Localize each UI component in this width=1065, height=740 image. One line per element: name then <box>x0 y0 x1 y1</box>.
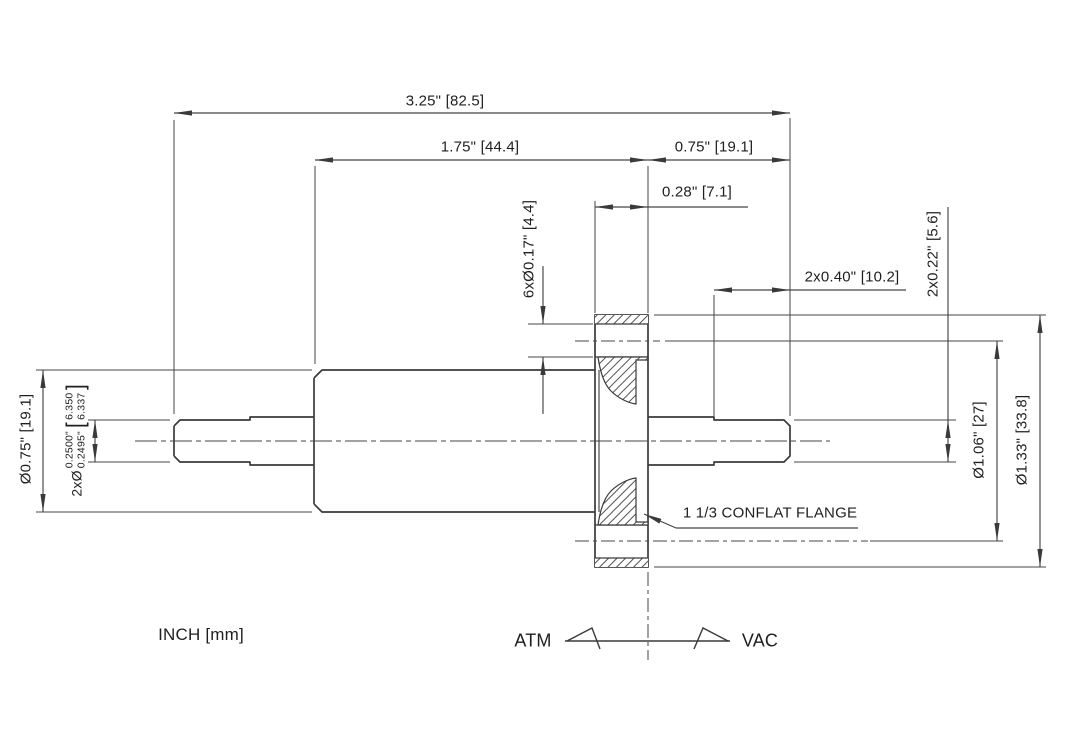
flange-upper-web-hatch <box>597 356 649 405</box>
flange-bottom-rim-hatch <box>595 558 648 567</box>
dim-tip-diameter: 2x0.22" [5.6] <box>924 210 942 298</box>
vac-flow-flag-icon <box>693 627 729 650</box>
journal-inch-upper: 0.2500" <box>63 431 76 469</box>
journal-open-bracket: [ <box>61 422 90 429</box>
vac-label: VAC <box>741 630 779 651</box>
dim-flange-thickness: 0.28" [7.1] <box>661 183 733 201</box>
journal-prefix: 2xØ <box>68 470 84 497</box>
dim-journal-diameter: 2xØ 0.2500" 0.2495" [ 6.350 6.337 ] <box>61 383 90 497</box>
flange-lower-web-hatch <box>597 477 649 526</box>
journal-mm-stack: 6.350 6.337 <box>63 392 87 420</box>
atm-label: ATM <box>514 630 552 651</box>
journal-inch-stack: 0.2500" 0.2495" <box>63 431 87 469</box>
dim-body-diameter: Ø0.75" [19.1] <box>17 393 35 485</box>
flange-callout-label: 1 1/3 CONFLAT FLANGE <box>682 504 858 522</box>
dim-body-length: 1.75" [44.4] <box>440 138 520 156</box>
flow-symbols <box>565 627 730 650</box>
journal-inch-lower: 0.2495" <box>75 431 87 469</box>
journal-mm-upper: 6.350 <box>63 392 76 420</box>
dim-bolt-holes: 6xØ0.17" [4.4] <box>520 199 538 299</box>
centerlines <box>135 340 868 660</box>
extension-lines <box>36 118 1046 568</box>
atm-flow-flag-icon <box>566 627 601 650</box>
dim-stub-length: 0.75" [19.1] <box>674 138 754 156</box>
dim-flange-od: Ø1.33" [33.8] <box>1013 394 1031 486</box>
dim-bolt-circle: Ø1.06" [27] <box>970 401 988 479</box>
dimension-lines <box>40 110 1043 567</box>
units-note: INCH [mm] <box>158 625 244 644</box>
dim-tip-length: 2x0.40" [10.2] <box>804 268 900 286</box>
flange-top-rim-hatch <box>595 315 648 324</box>
flange-callout-leader <box>643 513 677 529</box>
dim-overall-length: 3.25" [82.5] <box>405 92 485 110</box>
journal-mm-lower: 6.337 <box>75 392 87 420</box>
journal-close-bracket: ] <box>61 384 90 390</box>
